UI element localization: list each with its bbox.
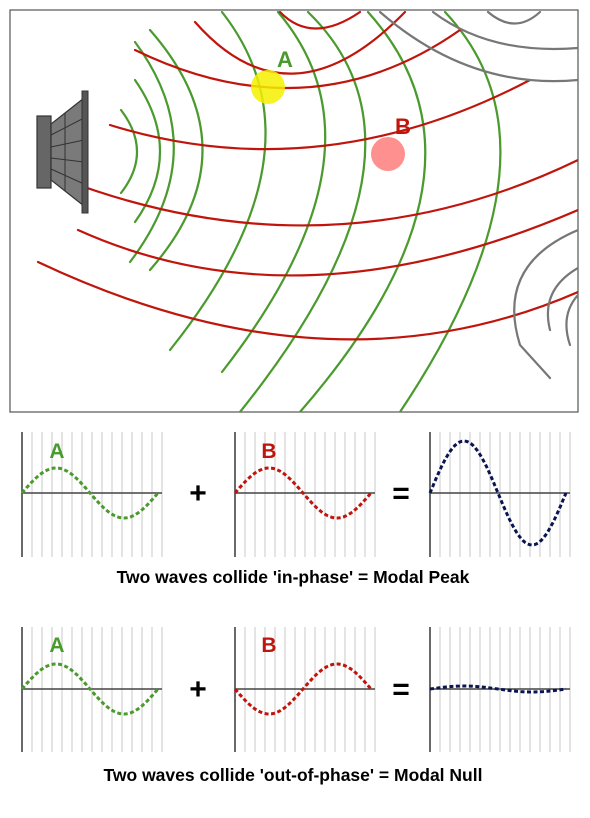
wave-b-label-1: B (261, 440, 276, 463)
speaker-icon (36, 90, 89, 214)
wave-b-curve-2 (233, 662, 373, 716)
graph-sum-1 (429, 432, 571, 557)
graph-wave-a-2 (21, 627, 163, 752)
sum-curve-2 (429, 684, 567, 694)
equals-sign-2: = (392, 673, 410, 706)
graph-sum-2 (429, 627, 571, 752)
side-reflection-fronts (378, 10, 578, 380)
plus-sign-1: + (189, 477, 207, 510)
wave-a-curve-2 (20, 662, 160, 716)
direct-wave-fronts (119, 10, 502, 412)
wave-b-label-2: B (261, 634, 276, 657)
graph-wave-a-1 (21, 432, 163, 557)
room-panel: A B (9, 9, 579, 413)
in-phase-row: A + B = Two waves collide 'in-phase' = M… (20, 432, 571, 587)
graph-wave-b-2 (234, 627, 376, 752)
wave-a-label-1: A (49, 440, 64, 463)
room-border (9, 9, 579, 413)
equals-sign-1: = (392, 477, 410, 510)
out-of-phase-row: A + B = Two waves collide 'out-of-phase'… (20, 627, 571, 785)
wave-a-label-2: A (49, 634, 64, 657)
reflected-wave-fronts (36, 10, 578, 341)
caption-out-of-phase: Two waves collide 'out-of-phase' = Modal… (104, 765, 483, 785)
graph-wave-b-1 (234, 432, 376, 557)
plus-sign-2: + (189, 673, 207, 706)
point-a-marker (251, 70, 285, 104)
point-b-label: B (395, 114, 411, 139)
point-b-marker (371, 137, 405, 171)
point-a-label: A (277, 47, 293, 72)
wave-a-curve-1 (20, 466, 160, 520)
caption-in-phase: Two waves collide 'in-phase' = Modal Pea… (117, 567, 470, 587)
wave-b-curve-1 (233, 466, 373, 520)
